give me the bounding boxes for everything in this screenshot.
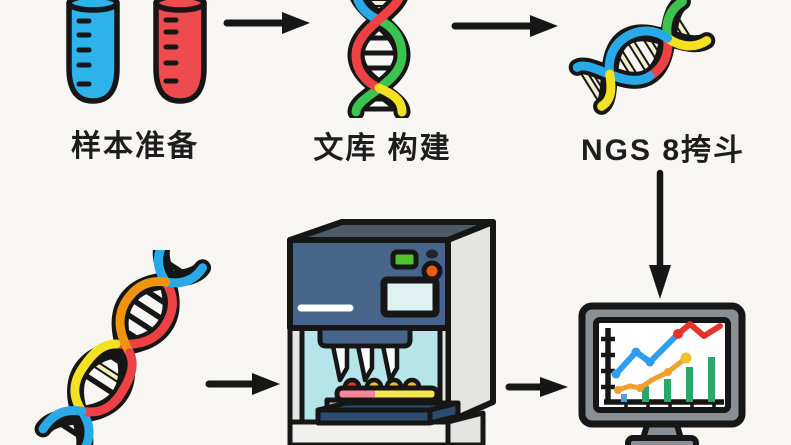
dispenser-block xyxy=(317,325,413,349)
dna-helix-icon xyxy=(34,250,212,445)
monitor-base xyxy=(625,435,699,445)
chart-blue-line xyxy=(611,333,679,379)
panel-dark-dot xyxy=(426,249,438,259)
step-label-library-construction: 文库 构建 xyxy=(313,132,452,165)
test-tubes-icon xyxy=(66,0,207,104)
arrow-right-icon xyxy=(205,373,280,395)
green-indicator-light xyxy=(390,249,419,270)
chart-red-line xyxy=(673,321,723,339)
arrow-down-icon xyxy=(649,169,671,299)
step-label-ngs-sequencing: NGS 8挎斗 xyxy=(580,134,746,167)
machine-screen xyxy=(380,276,440,318)
screen-chart xyxy=(601,321,724,407)
dna-sequencer-machine-icon xyxy=(287,219,496,445)
chart-bars xyxy=(621,357,715,402)
step-label-sample-prep: 样本准备 xyxy=(71,130,199,163)
dna-helix-icon xyxy=(568,0,716,115)
arrow-right-icon xyxy=(223,12,310,34)
nozzles xyxy=(330,343,400,383)
machine-side-face xyxy=(445,219,496,425)
arrow-right-icon xyxy=(505,377,568,397)
monitor-chart-icon xyxy=(578,302,746,445)
arrow-right-icon xyxy=(451,15,558,37)
chart-orange-line xyxy=(614,352,692,394)
dna-helix-icon xyxy=(347,0,411,118)
stage xyxy=(315,400,461,426)
